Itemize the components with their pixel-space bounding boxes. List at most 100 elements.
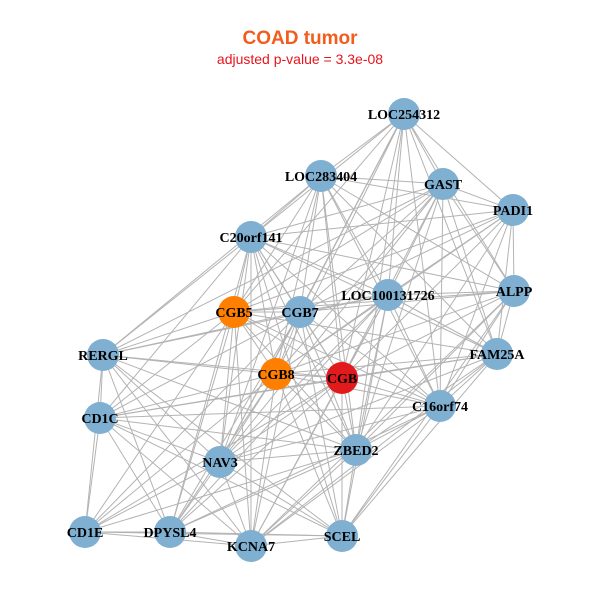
node-cd1e[interactable]: CD1E — [67, 516, 104, 548]
edge-rergl-dpysl4 — [102, 354, 171, 533]
edge-cgb7-c16orf74 — [299, 311, 441, 407]
node-circle[interactable] — [84, 402, 116, 434]
node-cgb5[interactable]: CGB5 — [215, 296, 253, 328]
node-scel[interactable]: SCEL — [324, 520, 361, 552]
node-alpp[interactable]: ALPP — [496, 275, 533, 307]
edge-cgb5-c16orf74 — [233, 311, 441, 407]
node-loc283404[interactable]: LOC283404 — [285, 160, 357, 192]
node-dpysl4[interactable]: DPYSL4 — [144, 516, 197, 548]
node-label: CGB8 — [257, 368, 294, 383]
node-label: FAM25A — [470, 348, 526, 363]
edge-padi1-c20orf141 — [250, 209, 514, 238]
edge-cgb-c16orf74 — [341, 377, 441, 407]
edge-zbed2-dpysl4 — [169, 449, 357, 533]
edge-rergl-cd1e — [84, 354, 104, 533]
node-label: KCNA7 — [227, 540, 275, 555]
node-circle[interactable] — [326, 520, 358, 552]
edge-fam25a-kcna7 — [250, 353, 498, 547]
node-circle[interactable] — [388, 98, 420, 130]
edge-padi1-cgb5 — [233, 209, 514, 313]
node-label: LOC100131726 — [341, 289, 434, 304]
edge-alpp-cgb — [341, 290, 515, 379]
edge-gast-alpp — [442, 183, 515, 292]
edge-gast-c20orf141 — [250, 183, 444, 238]
node-cgb8[interactable]: CGB8 — [257, 358, 295, 390]
edge-c20orf141-cd1c — [99, 236, 252, 419]
node-circle[interactable] — [154, 516, 186, 548]
edge-loc254312-cgb5 — [233, 113, 405, 313]
edge-nav3-zbed2 — [219, 449, 357, 463]
edge-cgb5-fam25a — [233, 311, 498, 355]
node-label: SCEL — [324, 530, 361, 545]
node-label: CGB5 — [215, 306, 252, 321]
edge-zbed2-kcna7 — [250, 449, 357, 547]
node-circle[interactable] — [235, 221, 267, 253]
edge-c20orf141-loc100131726 — [250, 236, 389, 296]
edge-gast-cgb7 — [299, 183, 444, 313]
chart-title: COAD tumor — [242, 28, 358, 49]
node-circle[interactable] — [427, 168, 459, 200]
node-circle[interactable] — [260, 358, 292, 390]
node-loc254312[interactable]: LOC254312 — [368, 98, 440, 130]
node-label: DPYSL4 — [144, 526, 197, 541]
edge-gast-cgb8 — [275, 183, 444, 375]
edge-padi1-cgb7 — [299, 209, 514, 313]
node-circle[interactable] — [326, 362, 358, 394]
node-circle[interactable] — [497, 194, 529, 226]
node-label: LOC254312 — [368, 108, 440, 123]
edge-alpp-cgb8 — [275, 290, 515, 375]
node-circle[interactable] — [498, 275, 530, 307]
edge-loc254312-alpp — [403, 113, 515, 292]
node-cgb[interactable]: CGB — [326, 362, 358, 394]
node-padi1[interactable]: PADI1 — [493, 194, 533, 226]
node-circle[interactable] — [235, 530, 267, 562]
edge-loc283404-nav3 — [219, 175, 322, 463]
edge-cgb8-c16orf74 — [275, 373, 441, 407]
node-zbed2[interactable]: ZBED2 — [333, 434, 379, 466]
node-gast[interactable]: GAST — [424, 168, 463, 200]
node-kcna7[interactable]: KCNA7 — [227, 530, 275, 562]
node-cgb7[interactable]: CGB7 — [281, 296, 319, 328]
edge-c20orf141-dpysl4 — [169, 236, 252, 533]
node-loc100131726[interactable]: LOC100131726 — [341, 279, 435, 311]
node-circle[interactable] — [340, 434, 372, 466]
node-circle[interactable] — [424, 390, 456, 422]
node-label: NAV3 — [202, 456, 238, 471]
edge-cgb7-scel — [299, 311, 343, 537]
edge-padi1-loc100131726 — [387, 209, 514, 296]
node-circle[interactable] — [284, 296, 316, 328]
node-circle[interactable] — [372, 279, 404, 311]
edge-c16orf74-cd1c — [99, 405, 441, 419]
node-cd1c[interactable]: CD1C — [81, 402, 119, 434]
node-label: CD1C — [81, 412, 118, 427]
edge-cgb5-kcna7 — [233, 311, 252, 547]
node-circle[interactable] — [69, 516, 101, 548]
edge-cgb5-cgb — [233, 311, 343, 379]
node-label: ALPP — [496, 285, 533, 300]
edge-loc283404-padi1 — [320, 175, 514, 211]
node-label: CGB7 — [281, 306, 318, 321]
node-circle[interactable] — [204, 446, 236, 478]
node-circle[interactable] — [87, 339, 119, 371]
edge-nav3-scel — [219, 461, 343, 537]
node-circle[interactable] — [481, 338, 513, 370]
edge-cgb-dpysl4 — [169, 377, 343, 533]
node-nav3[interactable]: NAV3 — [202, 446, 238, 478]
node-c16orf74[interactable]: C16orf74 — [412, 390, 468, 422]
edge-loc254312-c16orf74 — [403, 113, 441, 407]
edge-cgb5-dpysl4 — [169, 311, 235, 533]
edge-cgb8-cd1c — [99, 373, 277, 419]
edge-loc254312-loc100131726 — [387, 113, 405, 296]
node-fam25a[interactable]: FAM25A — [470, 338, 526, 370]
edge-gast-c16orf74 — [439, 183, 444, 407]
edge-nav3-cd1e — [84, 461, 221, 533]
edge-alpp-cgb7 — [299, 290, 515, 313]
edge-c20orf141-cgb8 — [250, 236, 277, 375]
node-rergl[interactable]: RERGL — [78, 339, 128, 371]
node-circle[interactable] — [218, 296, 250, 328]
edge-padi1-zbed2 — [355, 209, 514, 451]
node-circle[interactable] — [305, 160, 337, 192]
node-c20orf141[interactable]: C20orf141 — [220, 221, 283, 253]
edge-fam25a-scel — [341, 353, 498, 537]
